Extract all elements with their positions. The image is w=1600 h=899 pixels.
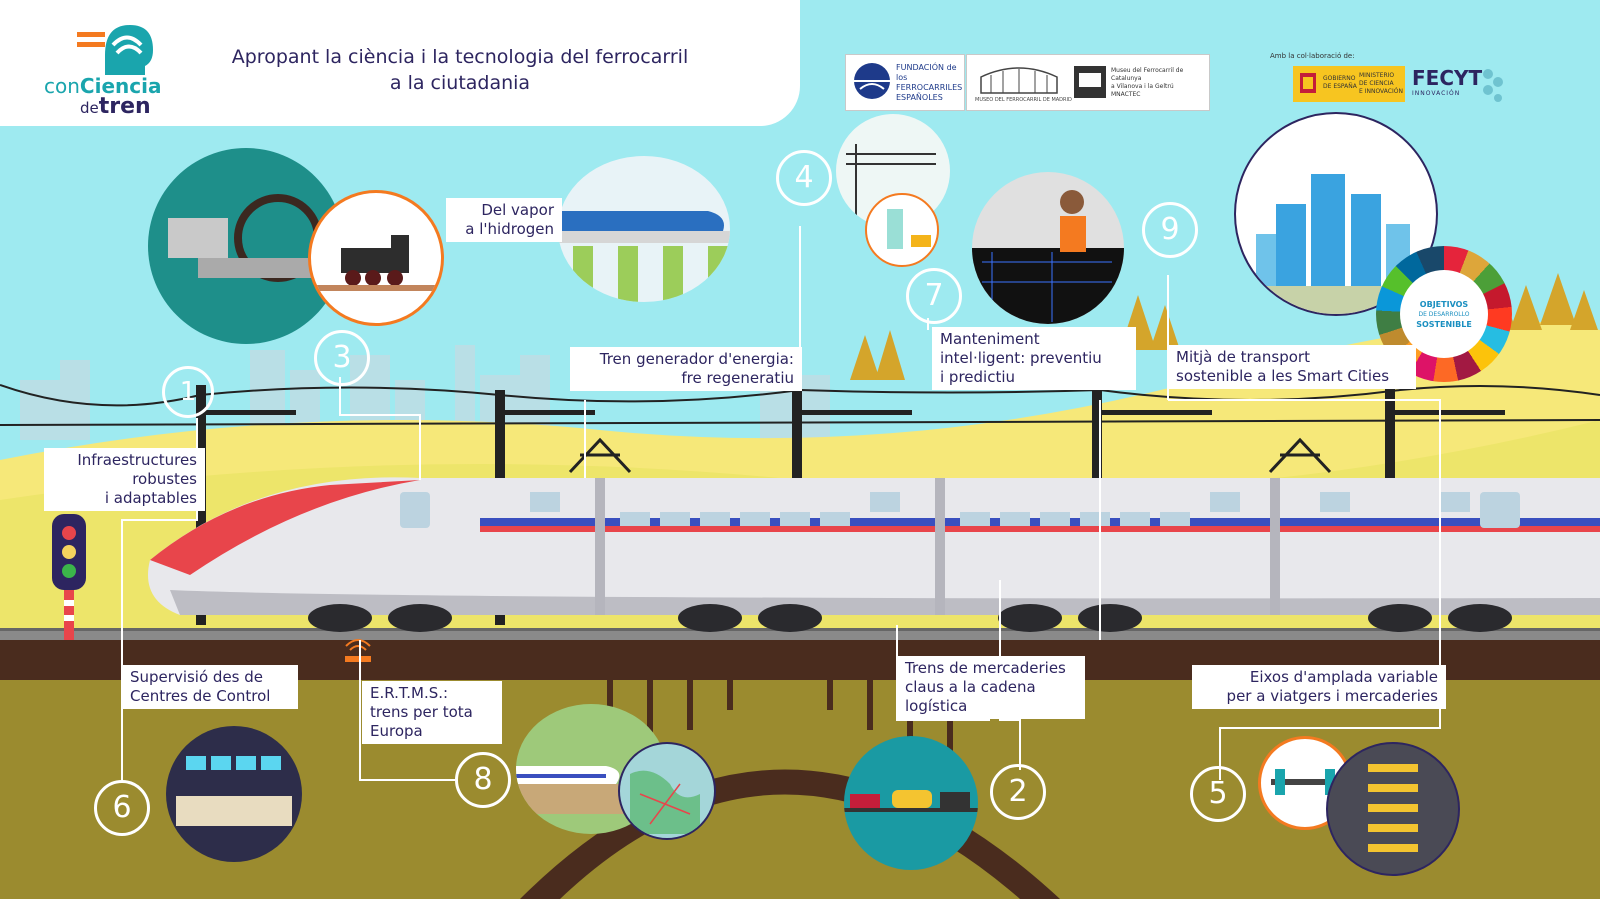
label-2-line2: claus a la cadena <box>905 678 1036 696</box>
label-centres-control: Supervisió des de Centres de Control <box>122 665 298 709</box>
hydrogen-train-illustration <box>558 156 730 302</box>
ffe-emblem-icon <box>854 63 890 99</box>
page-title-line1: Apropant la ciència i la tecnologia del … <box>231 46 689 68</box>
sdg-line1: OBJETIVOS <box>1419 300 1469 309</box>
gauge-change-illustration <box>1326 742 1460 876</box>
page-title: Apropant la ciència i la tecnologia del … <box>200 44 720 96</box>
label-1-line1: Infraestructures <box>77 451 197 469</box>
fecyt-logo: FECYT INNOVACIÓN <box>1412 66 1503 106</box>
maintenance-worker-illustration <box>972 172 1124 324</box>
gobierno-line2: DE ESPAÑA <box>1323 83 1357 90</box>
label-1-line3: i adaptables <box>104 489 197 507</box>
label-smart-cities: Mitjà de transport sostenible a les Smar… <box>1168 345 1416 389</box>
label-1-line2: robustes <box>132 470 197 488</box>
label-7-line1: Manteniment <box>940 330 1040 348</box>
fecyt-subtitle: INNOVACIÓN <box>1412 90 1461 97</box>
gobierno-line1: GOBIERNO <box>1323 75 1356 82</box>
label-6-line1: Supervisió des de <box>130 668 264 686</box>
label-manteniment: Manteniment intel·ligent: preventiu i pr… <box>932 327 1136 390</box>
europe-map-illustration <box>618 742 716 840</box>
section-number-6: 6 <box>94 780 150 836</box>
brain-logo-icon <box>77 25 153 75</box>
balise-icon <box>345 639 371 662</box>
high-speed-train <box>148 477 1600 632</box>
label-ertms: E.R.T.M.S.: trens per tota Europa <box>362 681 502 744</box>
label-infraestructures: Infraestructures robustes i adaptables <box>44 448 205 511</box>
freight-train-illustration <box>844 736 978 870</box>
label-eixos-amplada: Eixos d'amplada variable per a viatgers … <box>1192 665 1446 709</box>
charging-station-illustration <box>865 193 939 267</box>
label-7-line3: i predictiu <box>940 368 1016 386</box>
collaboration-label: Amb la col·laboració de: <box>1270 52 1355 60</box>
sdg-line3: SOSTENIBLE <box>1416 320 1472 329</box>
fecyt-wordmark: FECYT <box>1412 66 1483 90</box>
ffe-logo: FUNDACIÓN de los FERROCARRILES ESPAÑOLES <box>845 54 965 111</box>
label-5-line2: per a viatgers i mercaderies <box>1226 687 1438 705</box>
museo-catalunya-line1: Museu del Ferrocarril de Catalunya <box>1111 67 1184 82</box>
label-7-line2: intel·ligent: preventiu <box>940 349 1102 367</box>
label-vapor-hidrogen: Del vapor a l'hidrogen <box>446 198 562 242</box>
label-2-line1: Trens de mercaderies <box>905 659 1066 677</box>
section-number-3: 3 <box>314 330 370 386</box>
label-trens-mercaderies: Trens de mercaderies claus a la cadena l… <box>897 656 1085 719</box>
brand-logo-text: conCiencia detren <box>44 76 161 118</box>
museo-madrid-label: MUSEO DEL FERROCARRIL DE MADRID <box>975 97 1072 103</box>
label-3-line2: a l'hidrogen <box>465 220 554 238</box>
museum-building-icon <box>980 67 1058 94</box>
section-number-2: 2 <box>990 764 1046 820</box>
coat-of-arms-icon <box>1300 73 1316 93</box>
museo-catalunya-line2: a Vilanova i la Geltrú <box>1111 83 1174 90</box>
logo-word-de: de <box>80 99 99 117</box>
ffe-line3: ESPAÑOLES <box>896 93 943 102</box>
control-center-illustration <box>166 726 302 862</box>
ministerio-line2: DE CIENCIA <box>1359 80 1394 87</box>
pantographs <box>568 437 1332 474</box>
label-6-line2: Centres de Control <box>130 687 271 705</box>
section-number-7: 7 <box>906 268 962 324</box>
steam-locomotive-illustration <box>308 190 444 326</box>
museums-logo: MUSEO DEL FERROCARRIL DE MADRID Museu de… <box>966 54 1210 111</box>
label-4-line2: fre regeneratiu <box>681 369 794 387</box>
label-4-line1: Tren generador d'energia: <box>599 350 794 368</box>
logo-word-tren: tren <box>98 94 151 119</box>
ministerio-line3: E INNOVACIÓN <box>1359 88 1403 95</box>
label-8-line1: E.R.T.M.S.: <box>370 684 449 702</box>
museum-catalunya-icon <box>1074 66 1106 98</box>
section-number-4: 4 <box>776 150 832 206</box>
section-number-1: 1 <box>162 366 214 418</box>
logo-word-ciencia: Ciencia <box>79 74 162 98</box>
spanish-government-logo: GOBIERNO DE ESPAÑA MINISTERIO DE CIENCIA… <box>1293 66 1405 102</box>
label-8-line2: trens per tota <box>370 703 473 721</box>
fecyt-dots-icon <box>1483 69 1503 102</box>
label-3-line1: Del vapor <box>481 201 554 219</box>
section-number-8: 8 <box>455 752 511 808</box>
label-8-line3: Europa <box>370 722 423 740</box>
logo-word-con: con <box>44 74 80 98</box>
label-9-line1: Mitjà de transport <box>1176 348 1310 366</box>
sdg-line2: DE DESARROLLO <box>1418 311 1470 318</box>
ffe-line2: FERROCARRILES <box>896 83 963 92</box>
ministerio-line1: MINISTERIO <box>1359 72 1395 79</box>
label-5-line1: Eixos d'amplada variable <box>1249 668 1438 686</box>
connector-lines <box>121 226 1441 781</box>
steam-engine-illustration <box>148 148 344 344</box>
section-number-9: 9 <box>1142 202 1198 258</box>
page-title-line2: a la ciutadania <box>389 72 531 94</box>
label-2-line3: logística <box>905 697 968 715</box>
header-card: conCiencia detren Apropant la ciència i … <box>0 0 800 126</box>
museo-catalunya-line3: MNACTEC <box>1111 91 1141 98</box>
label-fre-regeneratiu: Tren generador d'energia: fre regenerati… <box>570 347 802 391</box>
traffic-signal-icon <box>52 514 86 640</box>
ffe-line1: FUNDACIÓN de los <box>896 63 957 82</box>
section-number-5: 5 <box>1190 766 1246 822</box>
label-9-line2: sostenible a les Smart Cities <box>1176 367 1390 385</box>
